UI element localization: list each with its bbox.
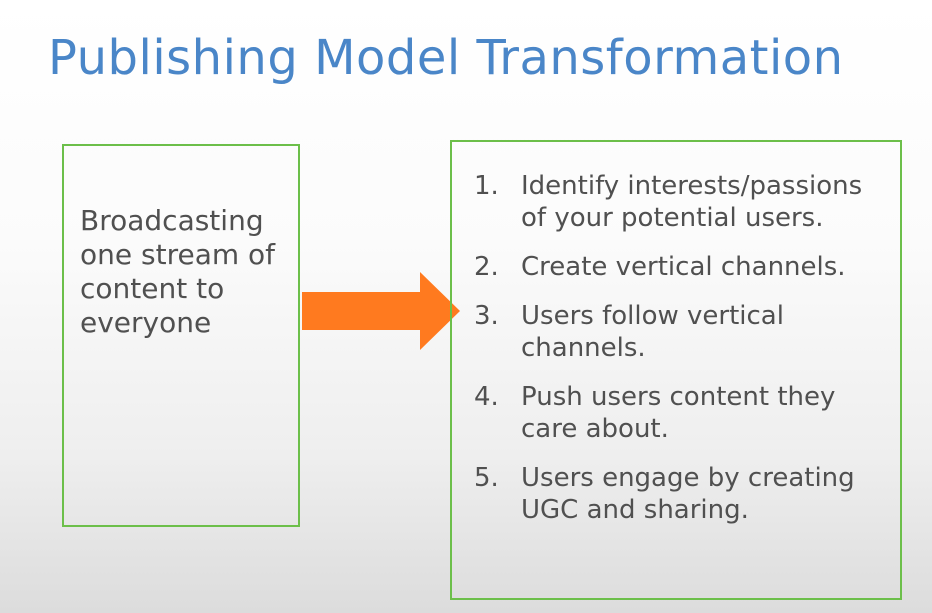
transformation-arrow-icon bbox=[302, 272, 460, 350]
step-item: 5. Users engage by creating UGC and shar… bbox=[474, 462, 894, 526]
step-number: 4. bbox=[474, 382, 499, 412]
step-item: 1. Identify interests/passions of your p… bbox=[474, 170, 894, 234]
step-text: Users engage by creating UGC and sharing… bbox=[521, 463, 855, 525]
old-model-box: Broadcasting one stream of content to ev… bbox=[62, 144, 300, 527]
step-number: 3. bbox=[474, 301, 499, 331]
step-text: Identify interests/passions of your pote… bbox=[521, 171, 863, 233]
step-text: Users follow vertical channels. bbox=[521, 301, 784, 363]
step-number: 2. bbox=[474, 252, 499, 282]
old-model-text: Broadcasting one stream of content to ev… bbox=[80, 204, 276, 339]
step-item: 4. Push users content they care about. bbox=[474, 381, 894, 445]
step-item: 2. Create vertical channels. bbox=[474, 251, 894, 283]
step-number: 5. bbox=[474, 463, 499, 493]
slide-title: Publishing Model Transformation bbox=[48, 30, 844, 86]
step-text: Create vertical channels. bbox=[521, 252, 846, 282]
new-model-box: 1. Identify interests/passions of your p… bbox=[450, 140, 902, 600]
step-text: Push users content they care about. bbox=[521, 382, 836, 444]
steps-list: 1. Identify interests/passions of your p… bbox=[474, 170, 894, 543]
step-item: 3. Users follow vertical channels. bbox=[474, 300, 894, 364]
step-number: 1. bbox=[474, 171, 499, 201]
